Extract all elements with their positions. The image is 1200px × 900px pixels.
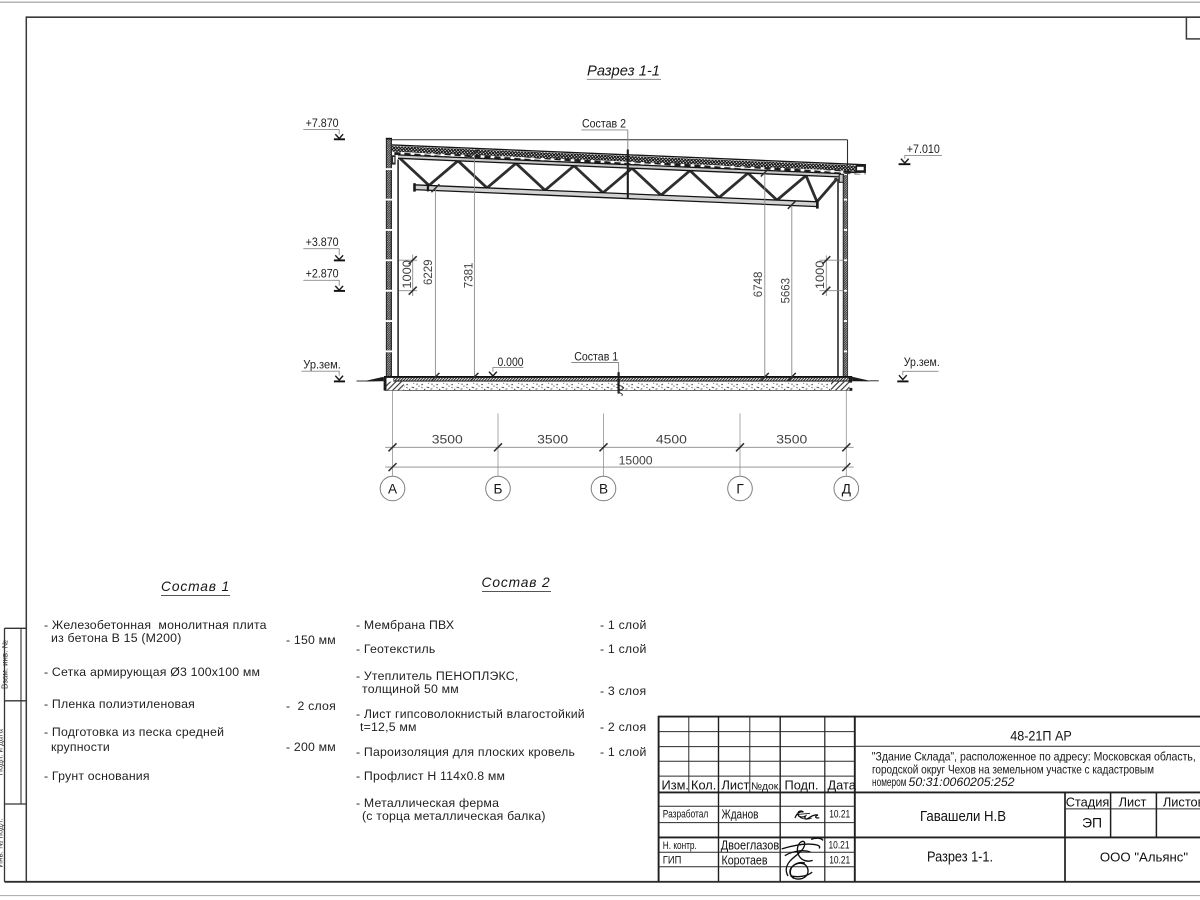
- svg-text:48-21П АР: 48-21П АР: [1010, 729, 1072, 745]
- svg-text:10.21: 10.21: [829, 808, 850, 820]
- svg-text:Лист: Лист: [1119, 795, 1147, 810]
- svg-text:6229: 6229: [423, 259, 435, 285]
- svg-text:Коротаев: Коротаев: [722, 853, 768, 867]
- svg-text:Ур.зем.: Ур.зем.: [904, 356, 940, 369]
- svg-text:ЭП: ЭП: [1082, 815, 1102, 831]
- svg-text:Разрез 1-1.: Разрез 1-1.: [927, 849, 993, 865]
- svg-text:Кол.: Кол.: [691, 778, 716, 793]
- svg-text:+3.870: +3.870: [306, 236, 339, 249]
- svg-text:Изм.: Изм.: [662, 778, 689, 793]
- svg-text:15000: 15000: [619, 455, 653, 467]
- svg-text:Г: Г: [736, 481, 744, 496]
- svg-text:Разрез 1-1: Разрез 1-1: [587, 63, 660, 80]
- svg-text:ООО "Альянс": ООО "Альянс": [1100, 850, 1188, 865]
- svg-text:Ур.зем.: Ур.зем.: [303, 359, 341, 372]
- svg-text:50:31:0060205:252: 50:31:0060205:252: [909, 775, 1015, 789]
- svg-text:Н. контр.: Н. контр.: [663, 840, 697, 852]
- svg-text:Гавашели Н.В: Гавашели Н.В: [920, 809, 1006, 825]
- svg-text:Стадия: Стадия: [1066, 795, 1110, 810]
- svg-text:№док.: №док.: [751, 781, 781, 792]
- svg-text:10.21: 10.21: [829, 840, 850, 852]
- svg-text:"Здание Склада", расположенное: "Здание Склада", расположенное по адресу…: [872, 749, 1196, 763]
- svg-text:Взам. инв. №: Взам. инв. №: [1, 640, 10, 689]
- svg-text:1000: 1000: [402, 260, 414, 289]
- svg-text:ГИП: ГИП: [663, 854, 682, 866]
- svg-text:6748: 6748: [753, 272, 765, 298]
- svg-text:городской округ Чехов на земел: городской округ Чехов на земельном участ…: [872, 762, 1154, 776]
- svg-text:1000: 1000: [815, 261, 827, 290]
- svg-text:Разработал: Разработал: [663, 809, 709, 821]
- svg-text:3500: 3500: [432, 435, 463, 447]
- svg-text:+2.870: +2.870: [306, 268, 339, 281]
- svg-text:7381: 7381: [463, 263, 475, 289]
- svg-text:номером: номером: [872, 775, 907, 789]
- svg-text:Б: Б: [494, 481, 503, 496]
- svg-text:5663: 5663: [780, 278, 792, 304]
- svg-text:Жданов: Жданов: [722, 807, 759, 821]
- svg-text:Двоеглазов: Двоеглазов: [721, 839, 780, 853]
- svg-text:Дата: Дата: [828, 778, 857, 793]
- svg-text:Подп.: Подп.: [785, 778, 819, 793]
- svg-text:Подп. и дата: Подп. и дата: [0, 729, 5, 776]
- svg-text:В: В: [599, 481, 608, 496]
- svg-text:Листов: Листов: [1163, 795, 1200, 810]
- svg-text:0.000: 0.000: [498, 356, 524, 369]
- svg-text:3500: 3500: [537, 435, 568, 447]
- svg-text:+7.870: +7.870: [306, 117, 339, 130]
- svg-text:Состав 1: Состав 1: [574, 349, 618, 363]
- svg-text:Состав 2: Состав 2: [582, 116, 626, 130]
- svg-text:10.21: 10.21: [829, 855, 850, 867]
- svg-text:+7.010: +7.010: [907, 143, 940, 156]
- svg-text:А: А: [388, 481, 398, 496]
- svg-text:4500: 4500: [656, 435, 687, 447]
- svg-text:Лист: Лист: [722, 778, 750, 793]
- svg-text:3500: 3500: [776, 435, 807, 447]
- svg-text:Инв. № подл.: Инв. № подл.: [0, 818, 5, 867]
- svg-text:Д: Д: [842, 481, 851, 496]
